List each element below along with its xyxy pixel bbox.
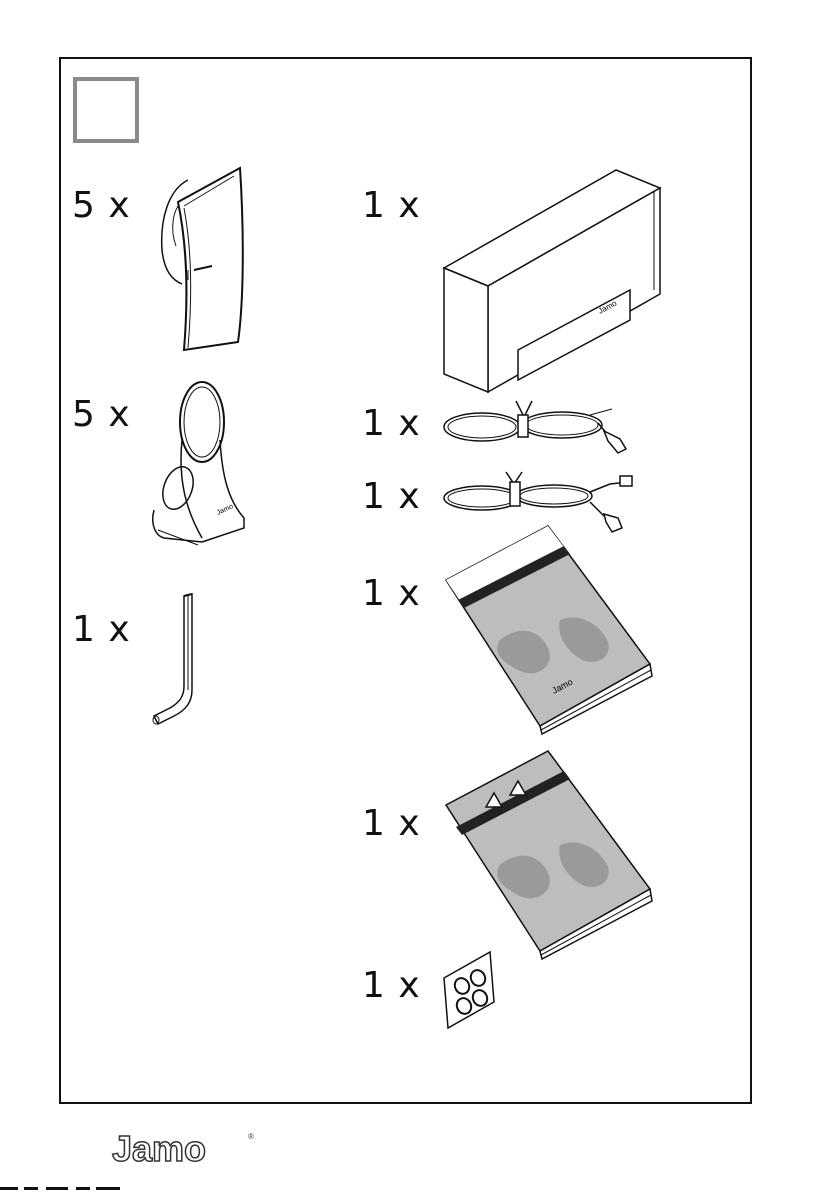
speaker-stand-icon: Jamo bbox=[140, 380, 250, 550]
svg-text:Jamo: Jamo bbox=[112, 1128, 206, 1167]
satellite-speaker-icon bbox=[148, 160, 248, 360]
step-number-box bbox=[73, 77, 139, 143]
stand-quantity: 5 x bbox=[72, 397, 131, 433]
speaker-quantity: 5 x bbox=[72, 188, 131, 224]
hex-key-quantity: 1 x bbox=[72, 612, 131, 648]
svg-text:®: ® bbox=[248, 1132, 254, 1141]
manual-quantity: 1 x bbox=[362, 576, 421, 612]
hex-key-icon bbox=[146, 590, 206, 730]
cable-icon bbox=[440, 395, 640, 460]
rubber-feet-sheet-icon bbox=[440, 948, 500, 1032]
jamo-logo: Jamo ® bbox=[110, 1127, 260, 1167]
cable-1-quantity: 1 x bbox=[362, 406, 421, 442]
safety-booklet-quantity: 1 x bbox=[362, 806, 421, 842]
subwoofer-icon: Jamo bbox=[440, 160, 670, 400]
rubber-feet-quantity: 1 x bbox=[362, 968, 421, 1004]
print-marks bbox=[0, 1186, 130, 1192]
cable-2-quantity: 1 x bbox=[362, 479, 421, 515]
safety-booklet-icon bbox=[440, 745, 660, 960]
subwoofer-quantity: 1 x bbox=[362, 188, 421, 224]
svg-text:Jamo: Jamo bbox=[216, 503, 235, 517]
manual-booklet-icon: Jamo bbox=[440, 520, 660, 735]
